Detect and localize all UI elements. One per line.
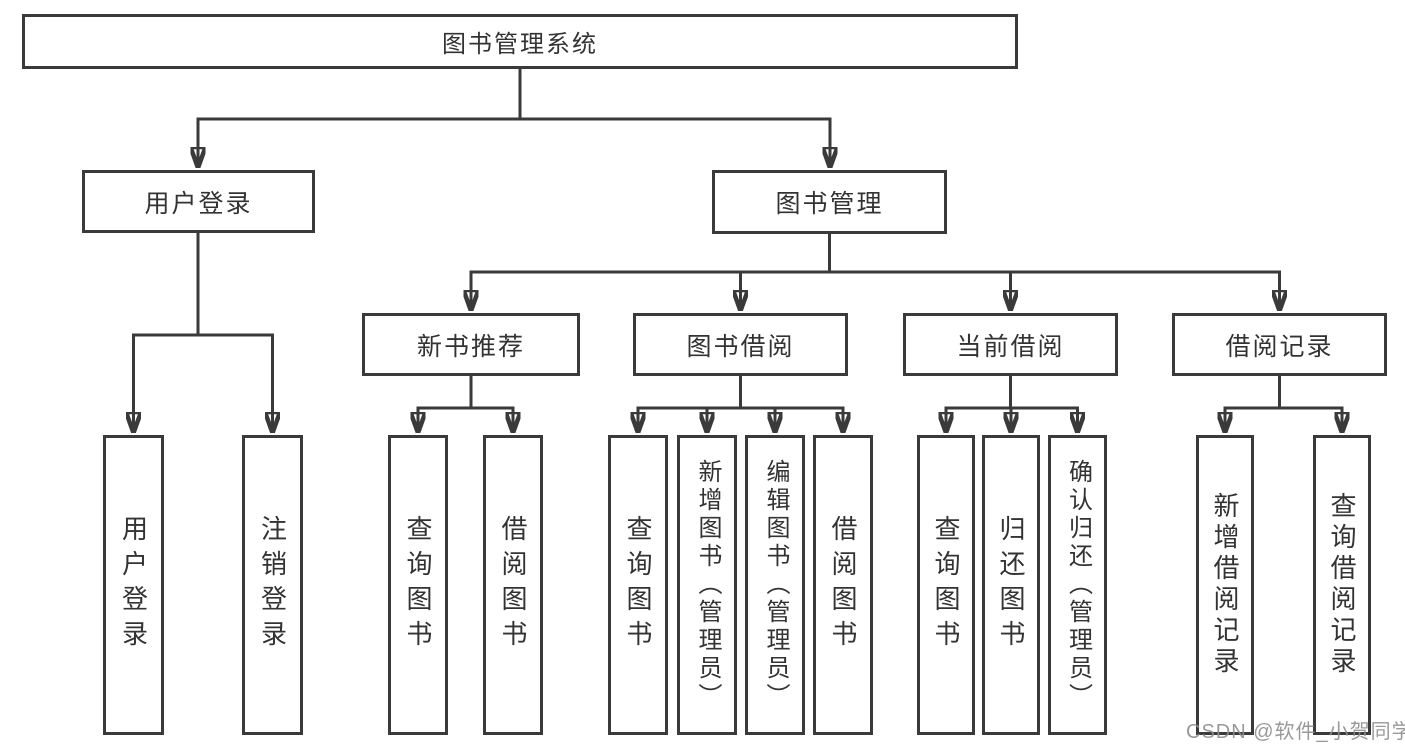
node-leaf-current-return-books: 归还图书 — [982, 435, 1040, 735]
connector-current-borrow — [945, 375, 1080, 433]
connector-new-book-recommend — [417, 375, 515, 433]
node-book-borrow: 图书借阅 — [633, 313, 848, 376]
node-library-management-system: 图书管理系统 — [22, 14, 1018, 69]
node-leaf-logout: 注销登录 — [242, 435, 303, 735]
watermark: CSDN @软件_小贺同学 — [1186, 721, 1405, 743]
node-label: 图书管理系统 — [442, 31, 598, 58]
node-user-login: 用户登录 — [82, 170, 315, 233]
node-label: 查询图书 — [623, 515, 653, 655]
node-leaf-borrow-query-books: 查询图书 — [608, 435, 668, 735]
node-current-borrow: 当前借阅 — [903, 313, 1118, 376]
node-book-management: 图书管理 — [712, 170, 947, 234]
node-leaf-records-query-record: 查询借阅记录 — [1313, 435, 1371, 735]
node-label: 借阅图书 — [828, 515, 858, 655]
node-label: 归还图书 — [996, 515, 1026, 655]
connector-user-login — [132, 232, 274, 433]
node-leaf-borrow-add-books-admin: 新增图书（管理员） — [677, 435, 737, 735]
node-borrow-records: 借阅记录 — [1172, 313, 1387, 376]
node-label: 查询借阅记录 — [1327, 492, 1357, 678]
node-label: 图书管理 — [775, 190, 884, 218]
node-leaf-borrow-edit-books-admin: 编辑图书（管理员） — [745, 435, 805, 735]
node-leaf-borrow-borrow-books: 借阅图书 — [813, 435, 873, 735]
node-leaf-records-add-record: 新增借阅记录 — [1196, 435, 1254, 735]
node-label: 确认归还（管理员） — [1064, 459, 1092, 711]
node-label: 用户登录 — [144, 189, 253, 218]
node-label: 借阅记录 — [1225, 332, 1334, 361]
node-leaf-newbook-borrow-books: 借阅图书 — [483, 435, 543, 735]
node-leaf-user-login: 用户登录 — [103, 435, 164, 735]
node-leaf-current-confirm-return-admin: 确认归还（管理员） — [1048, 435, 1107, 735]
node-label: 查询图书 — [403, 515, 433, 655]
node-label: 新增图书（管理员） — [694, 459, 721, 711]
node-label: 编辑图书（管理员） — [762, 459, 789, 711]
node-label: 图书借阅 — [686, 332, 795, 361]
node-label: 借阅图书 — [498, 515, 528, 655]
node-label: 用户登录 — [118, 515, 149, 655]
connector-book-borrow — [637, 375, 845, 433]
connector-root — [197, 69, 832, 168]
node-label: 查询图书 — [931, 515, 961, 655]
node-label: 当前借阅 — [956, 332, 1065, 361]
connector-book-management — [470, 233, 1282, 311]
node-leaf-newbook-query-books: 查询图书 — [388, 435, 448, 735]
node-label: 新书推荐 — [416, 332, 525, 361]
node-label: 注销登录 — [257, 515, 288, 655]
node-new-book-recommend: 新书推荐 — [362, 313, 580, 376]
node-leaf-current-query-books: 查询图书 — [917, 435, 975, 735]
connector-borrow-records — [1224, 375, 1344, 433]
node-label: 新增借阅记录 — [1210, 492, 1240, 678]
